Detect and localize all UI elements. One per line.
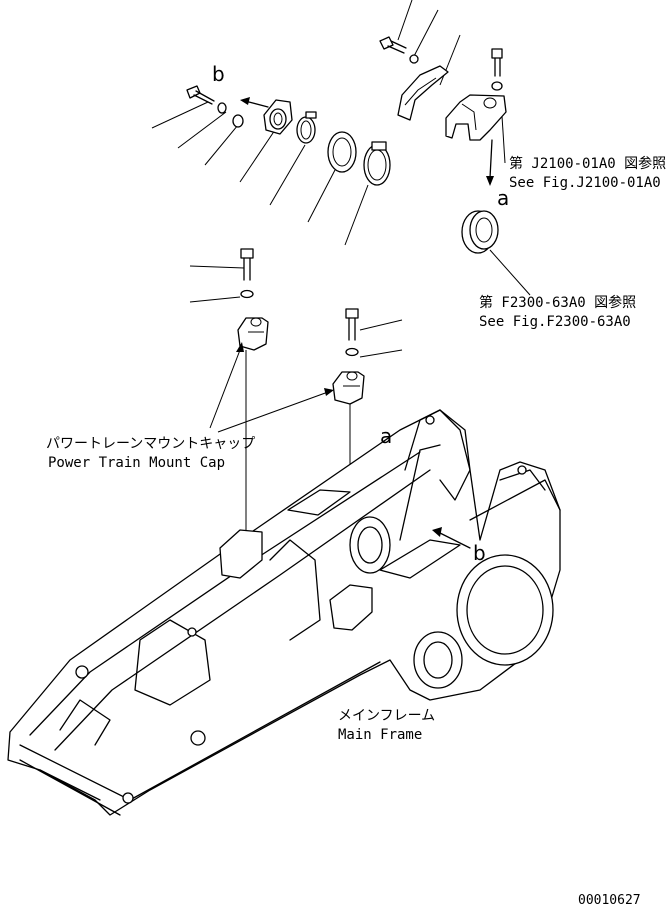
- ref1-en: See Fig.J2100-01A0: [509, 175, 661, 191]
- washer-mid-right: [345, 347, 359, 357]
- bolt-top-right-2: [491, 48, 503, 77]
- hose-clamp-2: [363, 141, 391, 186]
- ref1-jp: 第 J2100-01A0 図参照: [509, 156, 666, 172]
- washer-mid-left: [240, 289, 254, 299]
- seal-ring: [327, 131, 357, 173]
- clamp-bracket: [263, 99, 293, 135]
- frame-label-en: Main Frame: [338, 727, 423, 743]
- arrow-b-frame: [437, 531, 471, 549]
- bolt-top-right-1: [379, 36, 407, 54]
- frame-label-jp: メインフレーム: [338, 708, 436, 724]
- drawing-number: 00010627: [578, 893, 641, 908]
- cap-label-en: Power Train Mount Cap: [48, 455, 226, 471]
- washer-tr-2: [491, 81, 503, 91]
- washer-top-right: [409, 54, 419, 64]
- bolt-mid-left: [240, 248, 254, 281]
- washer-small: [217, 102, 227, 114]
- bolt-top-left: [186, 85, 215, 105]
- bearing-ring: [461, 210, 499, 254]
- main-frame: [7, 409, 561, 816]
- ref2-jp: 第 F2300-63A0 図参照: [479, 295, 637, 311]
- arrow-a-line: [489, 139, 493, 179]
- letter-a-frame: a: [380, 424, 393, 448]
- hose-clamp-1: [296, 111, 317, 144]
- mount-cap-right: [332, 371, 365, 405]
- letter-a-top: a: [497, 186, 510, 210]
- letter-b-frame: b: [473, 541, 486, 565]
- arrow-b-top: [244, 100, 269, 108]
- bolt-mid-right: [345, 308, 359, 341]
- washer-large: [232, 114, 244, 128]
- mount-cap-upper: [445, 94, 507, 141]
- leader-lines: [151, 0, 531, 358]
- bracket-arm: [397, 65, 449, 121]
- letter-b-top: b: [212, 62, 225, 86]
- ref2-en: See Fig.F2300-63A0: [479, 314, 631, 330]
- cap-label-jp: パワートレーンマウントキャップ: [46, 436, 256, 452]
